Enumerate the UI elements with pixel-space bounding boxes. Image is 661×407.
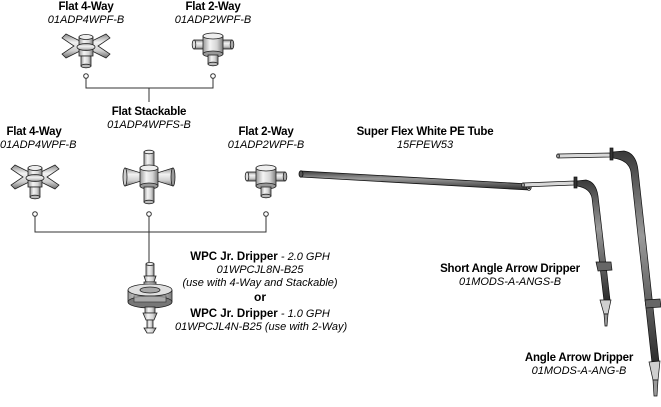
- dripper-1gph-line: WPC Jr. Dripper - 1.0 GPH: [175, 306, 345, 321]
- part-sku: 01ADP4WPF-B: [0, 139, 77, 151]
- flat-2-way-middle-part: [244, 164, 288, 199]
- part-sku: 15FPEW53: [396, 139, 454, 151]
- part-sku: 01MODS-A-ANG-B: [531, 365, 627, 377]
- dripper-2gph-line: WPC Jr. Dripper - 2.0 GPH: [175, 249, 345, 264]
- flat-stackable-part: [122, 149, 176, 205]
- flat-4-way-middle-part: [10, 164, 60, 200]
- part-name: Angle Arrow Dripper: [524, 352, 634, 364]
- dripper-rate: - 2.0 GPH: [277, 251, 330, 263]
- flat-4-way-middle-label: Flat 4-Way 01ADP4WPF-B: [0, 126, 77, 152]
- part-name: Short Angle Arrow Dripper: [440, 263, 580, 275]
- part-name: Flat 4-Way: [6, 126, 62, 138]
- short-angle-arrow-dripper-part: [521, 176, 613, 327]
- flat-2-way-top-label: Flat 2-Way 01ADP2WPF-B: [153, 1, 273, 27]
- wpc-dripper-notes: WPC Jr. Dripper - 2.0 GPH 01WPCJL8N-B25 …: [175, 249, 348, 334]
- part-sku: 01ADP2WPF-B: [227, 139, 305, 151]
- dripper-2gph-note: (use with 4-Way and Stackable): [182, 277, 338, 289]
- top-bracket-line: [85, 78, 214, 102]
- dripper-name: WPC Jr. Dripper: [190, 308, 278, 320]
- flat-2-way-middle-label: Flat 2-Way 01ADP2WPF-B: [206, 126, 326, 152]
- part-sku: 01MODS-A-ANGS-B: [458, 276, 562, 288]
- flat-stackable-label: Flat Stackable 01ADP4WPFS-B: [89, 106, 209, 132]
- part-sku: 01ADP4WPF-B: [47, 14, 125, 26]
- dripper-rate: - 1.0 GPH: [277, 308, 330, 320]
- flat-4-way-top-part: [61, 33, 111, 69]
- part-sku: 01ADP4WPFS-B: [107, 119, 191, 131]
- dripper-name: WPC Jr. Dripper: [190, 251, 278, 263]
- connector-end-dots: [32, 73, 269, 217]
- short-angle-arrow-dripper-label: Short Angle Arrow Dripper 01MODS-A-ANGS-…: [430, 263, 590, 289]
- flat-4-way-top-label: Flat 4-Way 01ADP4WPF-B: [26, 1, 146, 27]
- dripper-2gph-sku: 01WPCJL8N-B25: [216, 264, 304, 276]
- part-name: Flat 2-Way: [238, 126, 294, 138]
- middle-bracket-line: [34, 215, 267, 262]
- pe-tube-label: Super Flex White PE Tube 15FPEW53: [345, 126, 505, 152]
- part-name: Flat Stackable: [111, 106, 187, 118]
- part-name: Flat 4-Way: [58, 1, 114, 13]
- dripper-1gph-sku-note: 01WPCJL4N-B25 (use with 2-Way): [175, 321, 348, 333]
- wpc-jr-dripper-part: [127, 262, 173, 334]
- connector-lines: [34, 78, 267, 262]
- or-label: or: [254, 290, 266, 304]
- part-sku: 01ADP2WPF-B: [174, 14, 252, 26]
- flat-2-way-top-part: [191, 32, 235, 67]
- part-name: Super Flex White PE Tube: [356, 126, 494, 138]
- angle-arrow-dripper-part: [556, 147, 661, 397]
- angle-arrow-dripper-label: Angle Arrow Dripper 01MODS-A-ANG-B: [514, 352, 644, 378]
- pe-tube-part: [298, 170, 532, 191]
- part-name: Flat 2-Way: [185, 1, 241, 13]
